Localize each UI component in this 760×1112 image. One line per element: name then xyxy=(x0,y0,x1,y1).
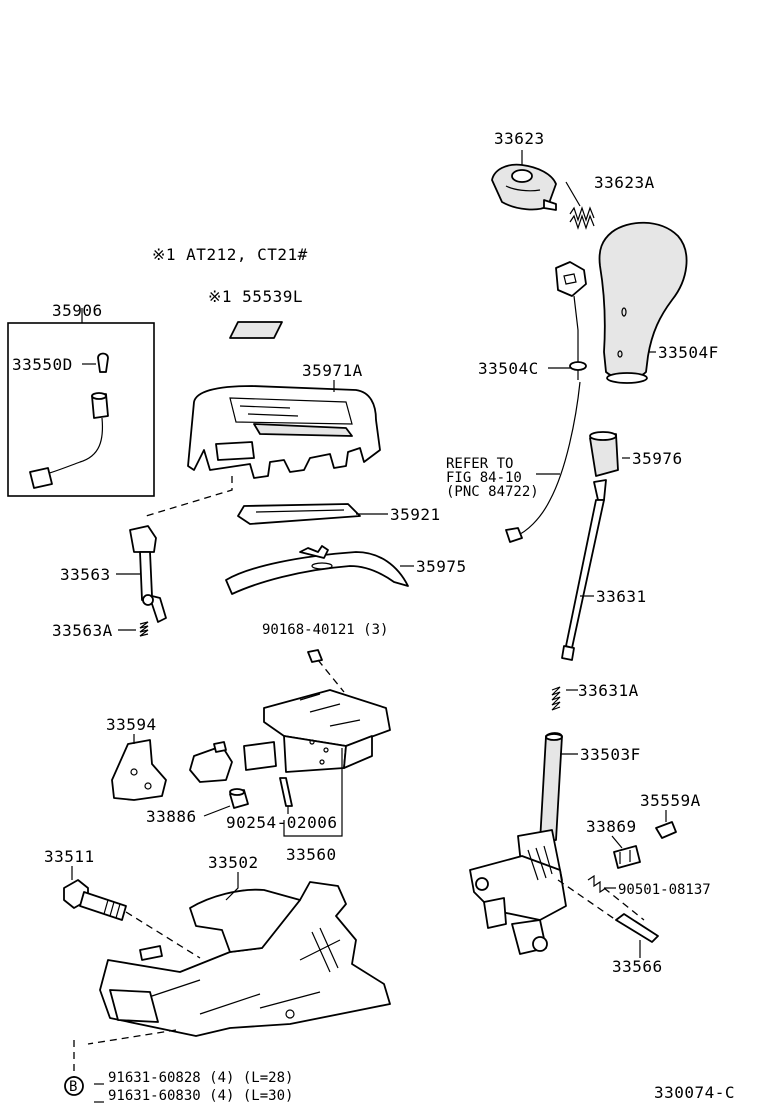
label-33623: 33623 xyxy=(494,129,545,148)
label-35559A: 35559A xyxy=(640,791,701,810)
screw-90168 xyxy=(307,649,323,663)
bulb-33550D xyxy=(97,352,109,373)
label-footer-code: 330074-C xyxy=(654,1083,735,1102)
label-33566: 33566 xyxy=(612,957,663,976)
box-35906 xyxy=(7,322,155,497)
label-90254: 90254-02006 xyxy=(226,813,337,832)
label-35921: 35921 xyxy=(390,505,441,524)
slide-cover-35975 xyxy=(225,545,409,595)
label-marker: B xyxy=(69,1079,77,1095)
label-33511: 33511 xyxy=(44,847,95,866)
circle-marker xyxy=(64,1076,84,1096)
plate-55539L xyxy=(229,321,283,339)
spring-33563A xyxy=(139,621,149,637)
label-33550D: 33550D xyxy=(12,355,73,374)
label-33631: 33631 xyxy=(596,587,647,606)
label-refer-2: FIG 84-10 xyxy=(446,470,522,486)
socket-wire xyxy=(29,392,109,489)
bracket-33563 xyxy=(129,525,167,623)
assembly-lines xyxy=(71,150,667,1103)
housing-35971A xyxy=(187,385,381,479)
label-55539L: ※1 55539L xyxy=(208,287,303,306)
pin-35559A xyxy=(655,821,677,839)
label-33563: 33563 xyxy=(60,565,111,584)
switch-block-33560 xyxy=(243,689,391,773)
label-note: ※1 AT212, CT21# xyxy=(152,245,308,264)
sleeve-35976 xyxy=(589,431,619,477)
label-33886: 33886 xyxy=(146,807,197,826)
pin-33566 xyxy=(615,913,659,943)
label-35975: 35975 xyxy=(416,557,467,576)
label-33594: 33594 xyxy=(106,715,157,734)
bolt-33511 xyxy=(63,879,127,921)
label-90168: 90168-40121 (3) xyxy=(262,622,388,638)
labels: ※1 AT212, CT21# 33623 33623A ※1 55539L 3… xyxy=(12,129,735,1104)
label-33623A: 33623A xyxy=(594,173,655,192)
label-35906: 35906 xyxy=(52,301,103,320)
lock-33869 xyxy=(613,845,641,869)
label-33503F: 33503F xyxy=(580,745,641,764)
bar-35921 xyxy=(237,503,361,525)
label-refer-3: (PNC 84722) xyxy=(446,484,539,500)
pin-90254 xyxy=(279,777,293,807)
label-33502: 33502 xyxy=(208,853,259,872)
shift-knob-33504F xyxy=(598,221,688,384)
label-bolt-2: 91631-60830 (4) (L=30) xyxy=(108,1088,293,1104)
label-33869: 33869 xyxy=(586,817,637,836)
label-33631A: 33631A xyxy=(578,681,639,700)
bracket-33594 xyxy=(111,739,167,801)
label-refer-1: REFER TO xyxy=(446,456,513,472)
label-90501: 90501-08137 xyxy=(618,882,711,898)
screw-90501 xyxy=(587,874,607,894)
spring-33623A xyxy=(569,206,595,230)
label-33560: 33560 xyxy=(286,845,337,864)
label-bolt-1: 91631-60828 (4) (L=28) xyxy=(108,1070,293,1086)
label-35976: 35976 xyxy=(632,449,683,468)
label-33504F: 33504F xyxy=(658,343,719,362)
rod-33631 xyxy=(561,479,607,661)
lever-33503F xyxy=(469,732,567,955)
collar-33886 xyxy=(229,788,249,809)
label-33563A: 33563A xyxy=(52,621,113,640)
base-33502 xyxy=(99,881,391,1037)
switch-cable-33504C xyxy=(505,261,587,543)
label-33504C: 33504C xyxy=(478,359,539,378)
label-35971A: 35971A xyxy=(302,361,363,380)
connector xyxy=(189,741,233,783)
knob-button-33623 xyxy=(491,163,557,211)
spring-33631A xyxy=(551,686,561,711)
